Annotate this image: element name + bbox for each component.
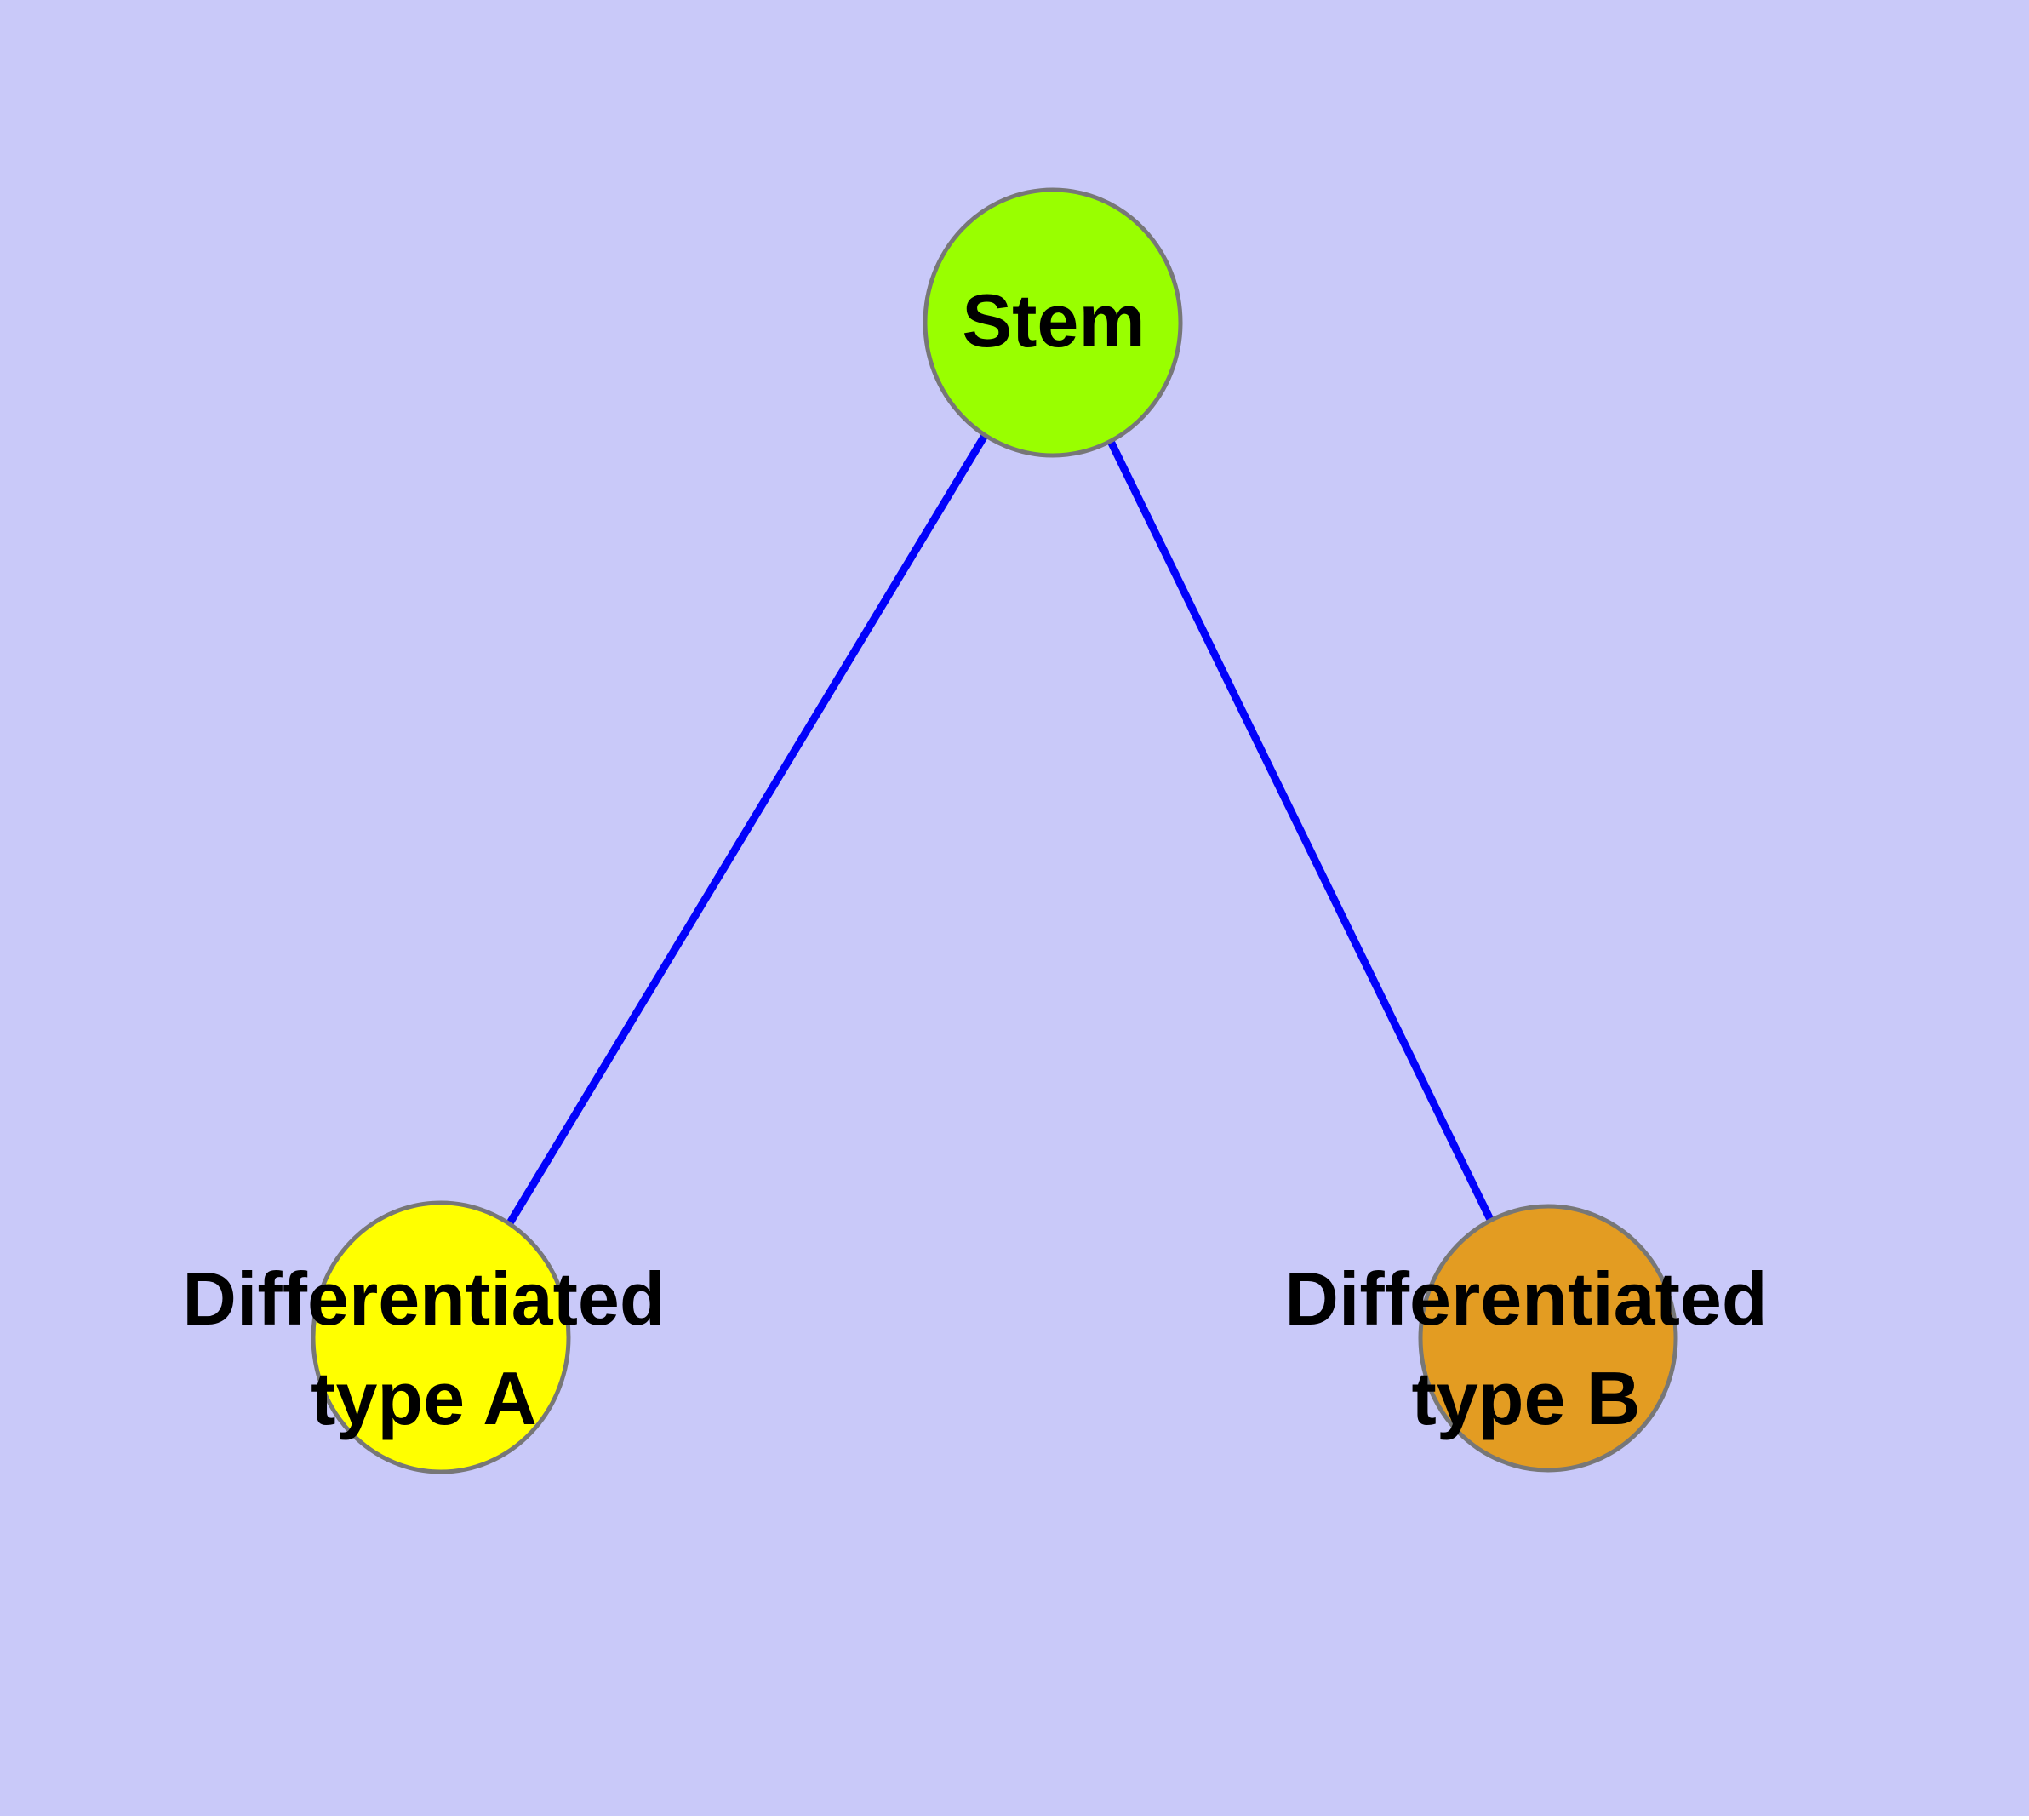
node-type-b-label-line1: Differentiated bbox=[1284, 1256, 1767, 1341]
node-type-a-label-line1: Differentiated bbox=[182, 1256, 665, 1341]
node-type-a-label-line2: type A bbox=[311, 1356, 537, 1440]
node-stem bbox=[923, 187, 1183, 458]
node-stem-label: Stem bbox=[962, 278, 1145, 363]
edge-stem-to-type-a bbox=[437, 320, 1056, 1340]
node-differentiated-type-b bbox=[1418, 1204, 1678, 1473]
edge-stem-to-type-b bbox=[1049, 321, 1552, 1340]
node-type-b-label-line2: type B bbox=[1412, 1356, 1641, 1440]
node-differentiated-type-a bbox=[311, 1200, 571, 1474]
